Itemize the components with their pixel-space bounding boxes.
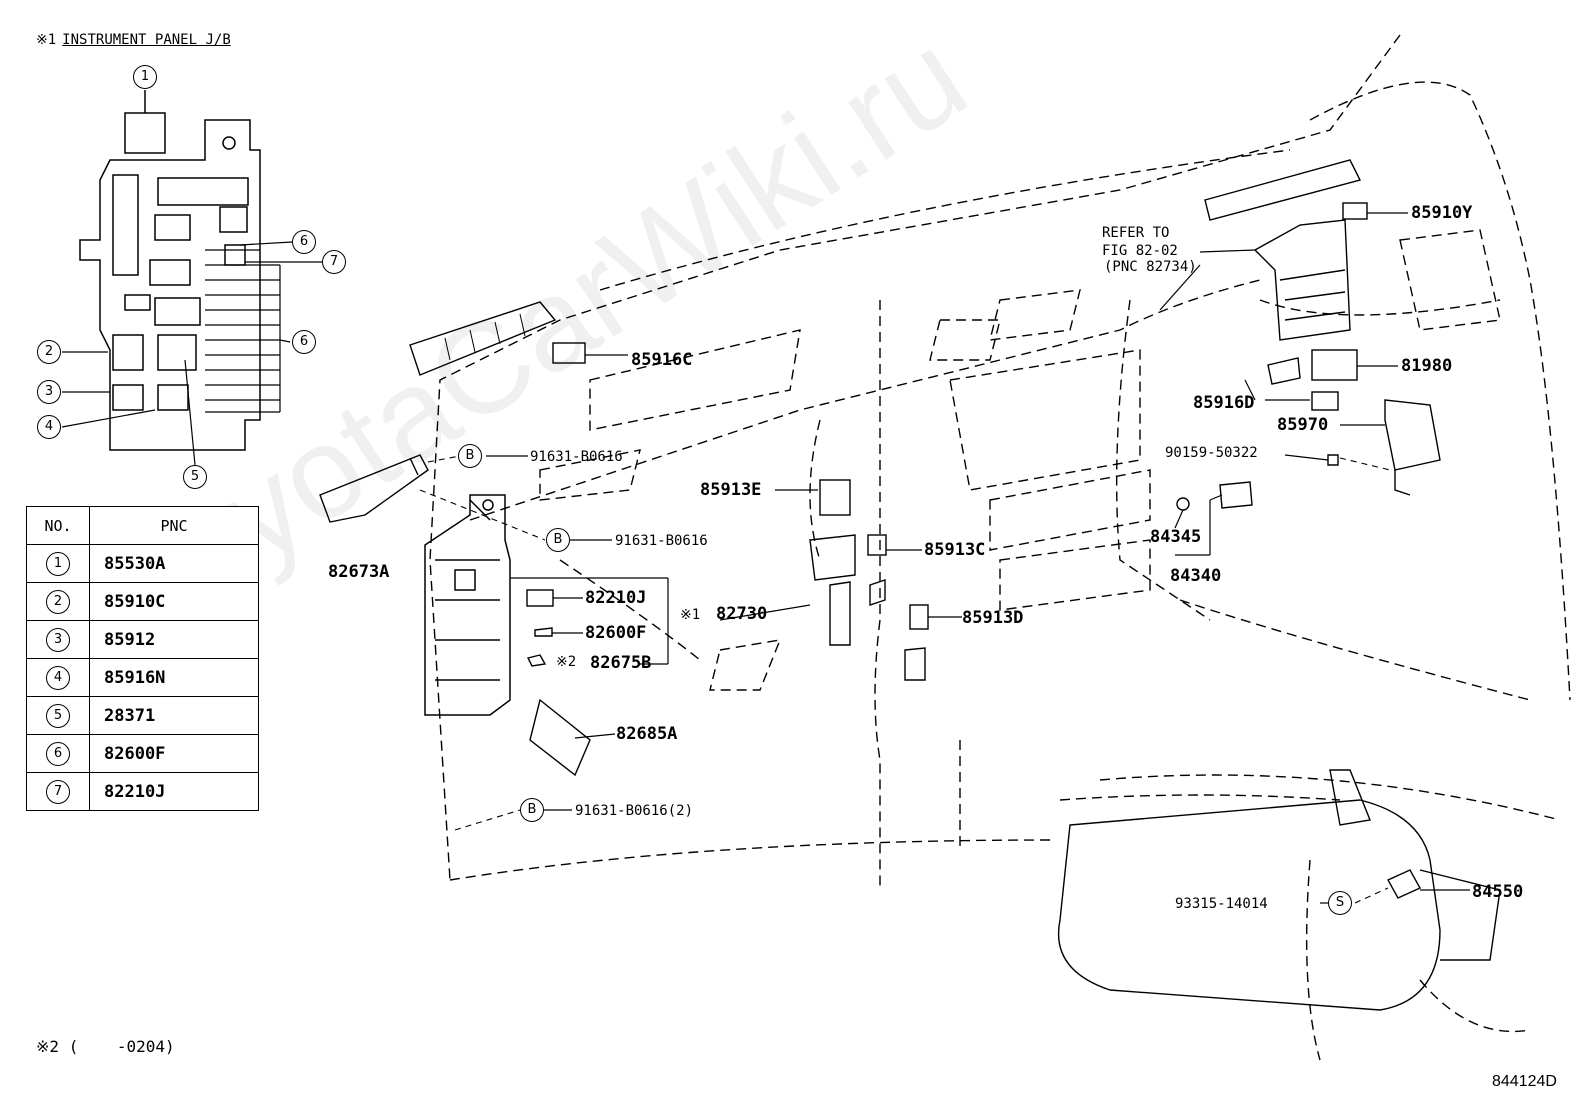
part-label-82673a[interactable]: 82673A [328,562,390,582]
center-relays [809,479,929,681]
part-90159-shape [1327,454,1339,466]
inset-leaders [61,241,322,466]
table-row[interactable]: 4 85916N [26,658,259,697]
figure-id: 844124D [1492,1073,1557,1090]
row-number: 7 [46,779,70,804]
part-label-91631-b0616-middle[interactable]: 91631-B0616 [615,533,708,549]
inset-callout-3[interactable]: 3 [37,380,61,404]
footnote-marker: ※2 [36,1037,60,1056]
bolt-mark-b-middle: B [546,528,570,552]
part-label-90159-50322[interactable]: 90159-50322 [1165,445,1258,461]
part-label-85913e[interactable]: 85913E [700,480,762,500]
table-row[interactable]: 6 82600F [26,734,259,773]
dashboard-outline [429,34,1571,1061]
inset-callout-6-upper[interactable]: 6 [292,230,316,254]
column-header-pnc: PNC [89,506,259,545]
footnote-text: ( -0204) [68,1037,175,1056]
pnc-table: NO. PNC 1 85530A 2 85910C 3 85912 4 85916N 5… [26,506,259,811]
bolt-mark-b-lower: B [520,798,544,822]
refer-note-line2[interactable]: FIG 82-02 [1102,243,1178,259]
inset-callout-4[interactable]: 4 [37,415,61,439]
row-number: 1 [46,551,70,576]
row-number: 5 [46,703,70,728]
part-84345-shape [1176,497,1190,511]
part-label-85910y[interactable]: 85910Y [1411,203,1473,223]
refer-note-line1: REFER TO [1102,225,1170,241]
part-82600f-shape [534,627,553,637]
right-relay-block [1253,219,1441,496]
relay-85916c [552,342,586,364]
table-row[interactable]: 5 28371 [26,696,259,735]
part-label-82685a[interactable]: 82685A [616,724,678,744]
upper-bracket-left [409,301,557,376]
dashed-leaders [419,455,1391,904]
part-label-84345[interactable]: 84345 [1150,527,1202,547]
part-label-91631-b0616-upper[interactable]: 91631-B0616 [530,449,623,465]
part-label-82210j[interactable]: 82210J [585,588,647,608]
brace-82673a [319,454,429,523]
part-label-82730[interactable]: 82730 [716,604,768,624]
part-label-85913c[interactable]: 85913C [924,540,986,560]
label-82685a-shape [529,698,591,777]
row-pnc[interactable]: 85910C [89,582,259,621]
part-84550-shape [1387,869,1421,899]
part-label-82600f[interactable]: 82600F [585,623,647,643]
steering-column-shroud [1057,799,1441,1011]
row-number: 2 [46,589,70,614]
inset-callout-5[interactable]: 5 [183,465,207,489]
upper-bracket-right [1204,159,1362,221]
inset-title-marker: ※1 [36,32,57,48]
row-pnc[interactable]: 85916N [89,658,259,697]
table-row[interactable]: 2 85910C [26,582,259,621]
refer-note-line3[interactable]: (PNC 82734) [1104,259,1197,275]
inset-callout-2[interactable]: 2 [37,340,61,364]
part-label-85916d[interactable]: 85916D [1193,393,1255,413]
part-label-82675b[interactable]: 82675B [590,653,652,673]
inset-junction-block [79,90,281,451]
part-label-85916c[interactable]: 85916C [631,350,693,370]
part-label-85913d[interactable]: 85913D [962,608,1024,628]
row-pnc[interactable]: 82210J [89,772,259,811]
pnc-table-header: NO. PNC [26,506,259,545]
column-header-no: NO. [26,506,90,545]
footnote: ※2 ( -0204) [36,1037,175,1056]
inset-callout-6-lower[interactable]: 6 [292,330,316,354]
part-84340-shape [1219,481,1253,509]
note-marker-82730: ※1 [680,607,701,623]
part-82675b-shape [526,654,547,667]
part-label-93315-14014[interactable]: 93315-14014 [1175,896,1268,912]
inset-callout-1[interactable]: 1 [133,65,157,89]
row-pnc[interactable]: 85530A [89,544,259,583]
inset-callout-7[interactable]: 7 [322,250,346,274]
leader-lines [486,212,1470,904]
table-row[interactable]: 7 82210J [26,772,259,811]
row-number: 6 [46,741,70,766]
row-pnc[interactable]: 28371 [89,696,259,735]
inset-title: ※1 INSTRUMENT PANEL J/B [36,32,231,48]
row-pnc[interactable]: 82600F [89,734,259,773]
part-label-84340[interactable]: 84340 [1170,566,1222,586]
part-label-81980[interactable]: 81980 [1401,356,1453,376]
table-row[interactable]: 1 85530A [26,544,259,583]
bolt-mark-b-upper: B [458,444,482,468]
table-row[interactable]: 3 85912 [26,620,259,659]
note-marker-82675b: ※2 [556,654,577,670]
part-label-84550[interactable]: 84550 [1472,882,1524,902]
row-number: 3 [46,627,70,652]
part-label-91631-b0616-2[interactable]: 91631-B0616(2) [575,803,694,819]
part-label-85970[interactable]: 85970 [1277,415,1329,435]
screw-mark-s: S [1328,891,1352,915]
row-number: 4 [46,665,70,690]
inset-title-text: INSTRUMENT PANEL J/B [62,32,231,48]
part-82210j-shape [526,589,554,607]
row-pnc[interactable]: 85912 [89,620,259,659]
